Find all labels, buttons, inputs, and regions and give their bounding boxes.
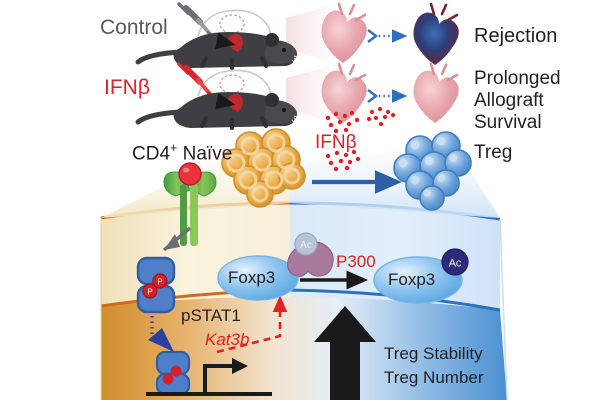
pstat1-dimer-nucleus xyxy=(155,350,191,396)
treg-number-label: Treg Number xyxy=(384,368,484,387)
cd4-naive-cell-cluster xyxy=(221,128,306,208)
pstat1-label: pSTAT1 xyxy=(181,306,241,325)
ac-badge-foxp3 xyxy=(441,248,469,276)
ifnb-label: IFNβ xyxy=(104,76,150,99)
pstat1-dimer-cytoplasm: P P xyxy=(136,256,176,314)
arrow-control-to-outcome xyxy=(367,29,408,43)
cell-wall-right xyxy=(499,218,508,400)
ifnb-dots-upper xyxy=(325,110,360,134)
kat3b-to-p300-dashed-arrow xyxy=(216,295,288,354)
transcription-arrow xyxy=(203,358,248,392)
cd4-naive-label-text: CD4 xyxy=(132,143,171,165)
svg-text:P: P xyxy=(147,288,152,297)
cd4-naive-label-sup: + xyxy=(170,141,178,155)
rejected-heart xyxy=(413,2,459,66)
prolonged-survival-line1: Prolonged xyxy=(474,68,561,89)
treg-stability-label: Treg Stability xyxy=(384,344,483,363)
cell-nucleus xyxy=(101,296,507,400)
control-row-graphic xyxy=(135,2,367,70)
cd4-naive-label: CD4+ Naïve xyxy=(132,141,232,165)
p300-protein: Ac xyxy=(287,232,334,277)
healthy-heart xyxy=(413,62,459,123)
foxp3-acetylated xyxy=(373,256,463,304)
p300-label: P300 xyxy=(336,252,376,271)
rejection-outcome-label: Rejection xyxy=(474,25,558,47)
prolonged-survival-line2: Allograft xyxy=(474,90,544,111)
ac-badge-foxp3-text: Ac xyxy=(449,258,462,270)
kat3b-gene-label: Kat3b xyxy=(205,330,250,349)
ifnb-stimulus-label: IFNβ xyxy=(315,132,357,153)
treg-label: Treg xyxy=(474,142,513,163)
prolonged-survival-line3: Survival xyxy=(474,112,542,133)
foxp3-label-left: Foxp3 xyxy=(228,268,276,287)
treg-increase-arrow xyxy=(314,306,376,400)
cd4-naive-label-text2: Naïve xyxy=(177,143,233,165)
treg-cell-cluster xyxy=(393,131,472,211)
ifnb-dots-row2 xyxy=(366,106,396,127)
ifnb-dots-lower xyxy=(325,149,361,172)
nuclear-translocation-arrowhead xyxy=(148,328,174,352)
ac-badge-p300 xyxy=(294,232,318,256)
activation-arrowhead xyxy=(164,234,180,250)
ifnb-row-graphic xyxy=(135,62,367,130)
svg-text:Ac: Ac xyxy=(300,240,312,251)
foxp3-label-right: Foxp3 xyxy=(388,270,436,289)
phospho-badge-lower xyxy=(142,283,158,299)
ifnb-ligand xyxy=(178,162,202,186)
arrow-ifnb-to-outcome xyxy=(367,89,408,103)
svg-text:P: P xyxy=(157,278,162,287)
phospho-badge-upper xyxy=(152,273,168,289)
control-label: Control xyxy=(100,16,168,39)
foxp3-unacetylated xyxy=(217,255,299,301)
